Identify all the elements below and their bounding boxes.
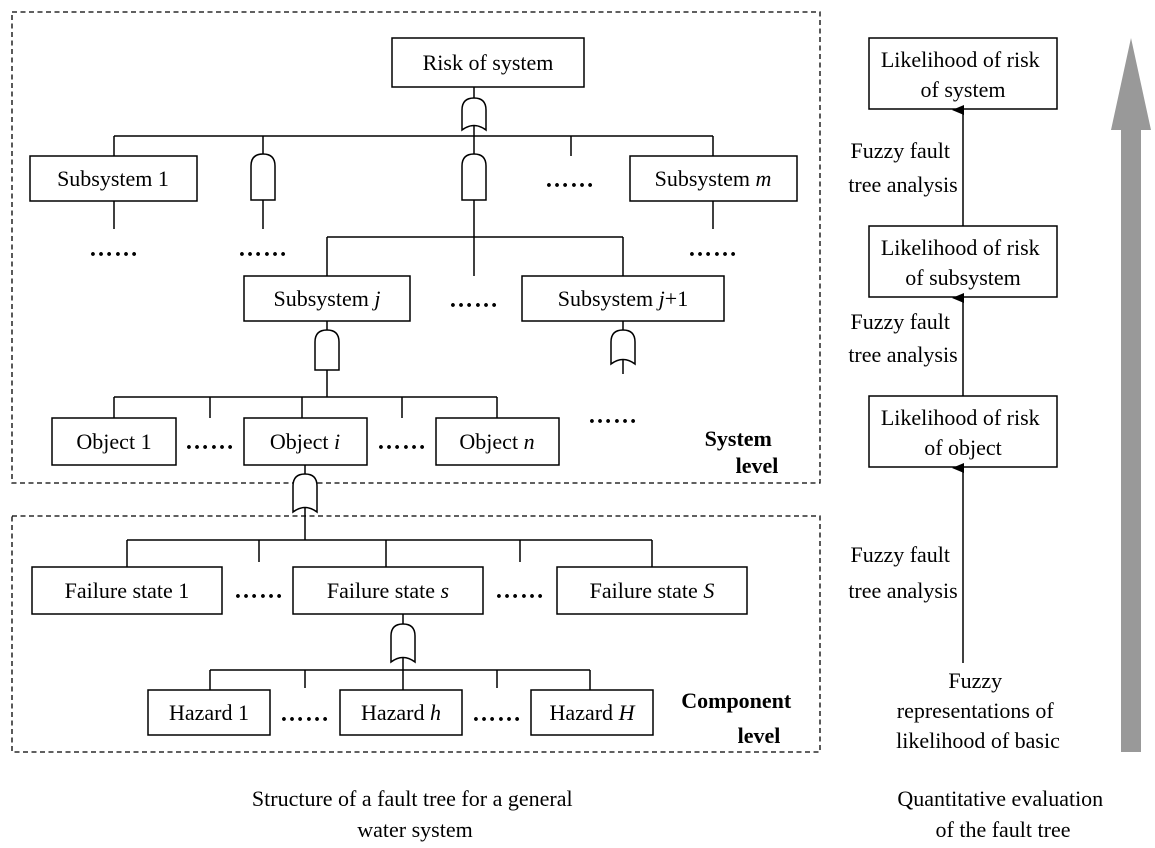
failure-state-S-box [556,566,748,615]
object-1-label: Object 1 [76,429,151,454]
object-i-label: Object i [270,429,340,454]
risk-of-system-label: Risk of system [423,50,554,75]
likelihood-object-label: Likelihood of risk of object [881,405,1045,460]
and-gate-subsystem-j [314,329,340,371]
ellipsis-hazard-left: …… [280,701,330,727]
likelihood-system-label: Likelihood of risk of system [881,47,1045,102]
ellipsis-bus-row: …… [545,167,595,193]
likelihood-subsystem-box [868,225,1058,298]
caption-right: Quantitative evaluation of the fault tre… [897,786,1108,842]
subsystem-1-box [29,155,198,202]
ellipsis-object-right: …… [377,429,427,455]
ellipsis-under-subsystem-m: …… [688,236,738,262]
method-label-1: Fuzzy fault tree analysis [848,138,957,197]
ellipsis-between-subsystems: …… [449,287,499,313]
component-level-label: Component level [681,688,797,748]
hazard-1-label: Hazard 1 [169,700,249,725]
subsystem-j-plus-1-label: Subsystem j+1 [558,286,688,311]
failure-state-s-label: Failure state s [327,578,449,603]
system-level-frame [11,11,821,484]
method-label-2: Fuzzy fault tree analysis [848,309,957,367]
failure-state-S-label: Failure state S [590,578,715,603]
method-label-3: Fuzzy fault tree analysis [848,542,957,603]
object-n-box [435,417,560,466]
and-gate-middle [461,153,487,201]
subsystem-j-plus-1-box [521,275,725,322]
component-level-frame [11,515,821,753]
hazard-H-box [530,689,654,736]
risk-of-system-box [391,37,585,88]
subsystem-m-label: Subsystem m [655,166,772,191]
hazard-H-label: Hazard H [550,700,636,725]
or-gate-object-i [292,473,318,514]
object-i-box [243,417,368,466]
ellipsis-object-left: …… [185,429,235,455]
ellipsis-hazard-right: …… [472,701,522,727]
basic-events-label: Fuzzy representations of likelihood of b… [896,668,1060,753]
caption-left: Structure of a fault tree for a general … [252,786,578,842]
and-gate-left [250,153,276,201]
likelihood-subsystem-label: Likelihood of risk of subsystem [881,235,1045,290]
subsystem-m-box [629,155,798,202]
subsystem-j-label: Subsystem j [274,286,381,311]
failure-state-s-box [292,566,484,615]
subsystem-1-label: Subsystem 1 [57,166,169,191]
ellipsis-failure-left: …… [234,578,284,604]
hazard-h-label: Hazard h [361,700,441,725]
ellipsis-under-subsystem-1: …… [89,236,139,262]
hazard-1-box [147,689,271,736]
hazard-h-box [339,689,463,736]
ellipsis-under-subsystem-j-plus-1: …… [588,403,638,429]
or-gate-top [461,97,487,132]
or-gate-failure-state-s [390,623,416,664]
failure-state-1-box [31,566,223,615]
object-1-box [51,417,177,466]
likelihood-system-box [868,37,1058,110]
subsystem-j-box [243,275,411,322]
ellipsis-under-and-gate: …… [238,236,288,262]
object-n-label: Object n [459,429,534,454]
system-level-label: System level [705,426,779,478]
failure-state-1-label: Failure state 1 [65,578,190,603]
ellipsis-failure-right: …… [495,578,545,604]
gray-progress-arrow [1111,38,1151,752]
or-gate-subsystem-j-plus-1 [610,329,636,366]
